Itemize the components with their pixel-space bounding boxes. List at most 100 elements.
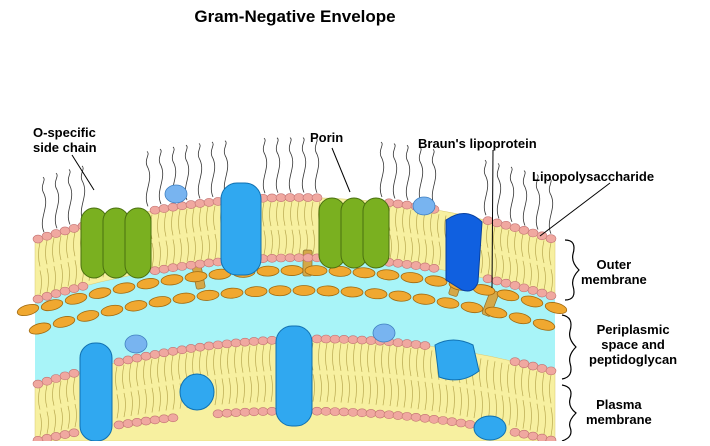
phospholipid-head <box>393 259 403 267</box>
phospholipid-head <box>537 232 547 240</box>
phospholipid-head <box>420 414 430 422</box>
o-specific-chain <box>419 147 422 202</box>
phospholipid-head <box>60 372 70 380</box>
phospholipid-head <box>60 431 70 439</box>
phospholipid-head <box>510 224 520 232</box>
phospholipid-head <box>159 265 169 273</box>
phospholipid-head <box>537 434 547 441</box>
phospholipid-head <box>276 194 286 202</box>
phospholipid-head <box>150 350 160 358</box>
phospholipid-head <box>420 263 430 271</box>
label-brauns-lipoprotein: Braun's lipoprotein <box>418 136 537 151</box>
phospholipid-head <box>303 254 313 262</box>
leader-line <box>540 183 610 236</box>
label-line: peptidoglycan <box>589 352 677 367</box>
phospholipid-head <box>528 362 538 370</box>
phospholipid-head <box>528 286 538 294</box>
peptidoglycan-unit <box>317 286 339 297</box>
o-specific-chain <box>484 160 487 215</box>
phospholipid-head <box>366 409 376 417</box>
label-line: membrane <box>586 412 652 427</box>
phospholipid-head <box>195 343 205 351</box>
phospholipid-head <box>60 287 70 295</box>
phospholipid-head <box>240 338 250 346</box>
phospholipid-head <box>204 342 214 350</box>
o-specific-chain <box>146 151 149 206</box>
peripheral-protein <box>165 185 187 203</box>
label-lipopolysaccharide: Lipopolysaccharide <box>532 169 654 184</box>
phospholipid-head <box>330 335 340 343</box>
phospholipid-head <box>456 419 466 427</box>
phospholipid-head <box>285 254 295 262</box>
phospholipid-head <box>213 410 223 418</box>
label-line: O-specific <box>33 125 97 140</box>
label-line: Outer <box>581 257 647 272</box>
phospholipid-head <box>501 279 511 287</box>
phospholipid-head <box>402 412 412 420</box>
plasma-membrane-protein <box>276 326 312 426</box>
o-specific-chain <box>380 142 383 197</box>
o-specific-chain <box>302 138 305 193</box>
phospholipid-head <box>42 292 52 300</box>
phospholipid-head <box>411 340 421 348</box>
phospholipid-head <box>492 277 502 285</box>
phospholipid-head <box>546 235 556 243</box>
phospholipid-head <box>213 341 223 349</box>
peptidoglycan-unit <box>269 286 291 296</box>
phospholipid-head <box>69 224 79 232</box>
label-outer-membrane: Outer membrane <box>581 257 647 287</box>
o-specific-chain <box>263 138 266 193</box>
o-specific-chain <box>198 143 201 198</box>
phospholipid-head <box>240 408 250 416</box>
peptidoglycan-unit <box>293 285 315 295</box>
label-line: Plasma <box>586 397 652 412</box>
leader-line <box>332 148 350 192</box>
phospholipid-head <box>519 360 529 368</box>
phospholipid-head <box>339 335 349 343</box>
phospholipid-head <box>492 219 502 227</box>
phospholipid-head <box>339 408 349 416</box>
phospholipid-head <box>294 194 304 202</box>
plasma-membrane-protein <box>80 343 112 441</box>
phospholipid-head <box>393 412 403 420</box>
label-line: membrane <box>581 272 647 287</box>
phospholipid-head <box>357 336 367 344</box>
phospholipid-head <box>231 339 241 347</box>
phospholipid-head <box>69 429 79 437</box>
phospholipid-head <box>150 416 160 424</box>
phospholipid-head <box>429 264 439 272</box>
label-line: Periplasmic <box>589 322 677 337</box>
phospholipid-head <box>393 339 403 347</box>
phospholipid-head <box>402 340 412 348</box>
phospholipid-head <box>447 418 457 426</box>
phospholipid-head <box>519 226 529 234</box>
phospholipid-head <box>330 408 340 416</box>
phospholipid-head <box>132 418 142 426</box>
phospholipid-head <box>177 262 187 270</box>
phospholipid-head <box>321 335 331 343</box>
phospholipid-head <box>168 264 178 272</box>
phospholipid-head <box>393 200 403 208</box>
phospholipid-head <box>60 227 70 235</box>
phospholipid-head <box>222 340 232 348</box>
plasma-membrane-protein <box>435 340 479 380</box>
phospholipid-head <box>312 194 322 202</box>
phospholipid-head <box>51 230 61 238</box>
phospholipid-head <box>195 260 205 268</box>
outer-membrane-protein <box>221 183 261 275</box>
phospholipid-head <box>294 254 304 262</box>
phospholipid-head <box>501 221 511 229</box>
diagram-title: Gram-Negative Envelope <box>0 7 590 27</box>
phospholipid-head <box>123 356 133 364</box>
phospholipid-head <box>537 289 547 297</box>
peptidoglycan-unit <box>281 265 303 275</box>
phospholipid-head <box>285 194 295 202</box>
phospholipid-head <box>438 416 448 424</box>
phospholipid-head <box>321 407 331 415</box>
phospholipid-head <box>33 295 43 303</box>
phospholipid-head <box>42 434 52 441</box>
phospholipid-head <box>168 414 178 422</box>
phospholipid-head <box>204 198 214 206</box>
o-specific-chain <box>211 142 214 197</box>
